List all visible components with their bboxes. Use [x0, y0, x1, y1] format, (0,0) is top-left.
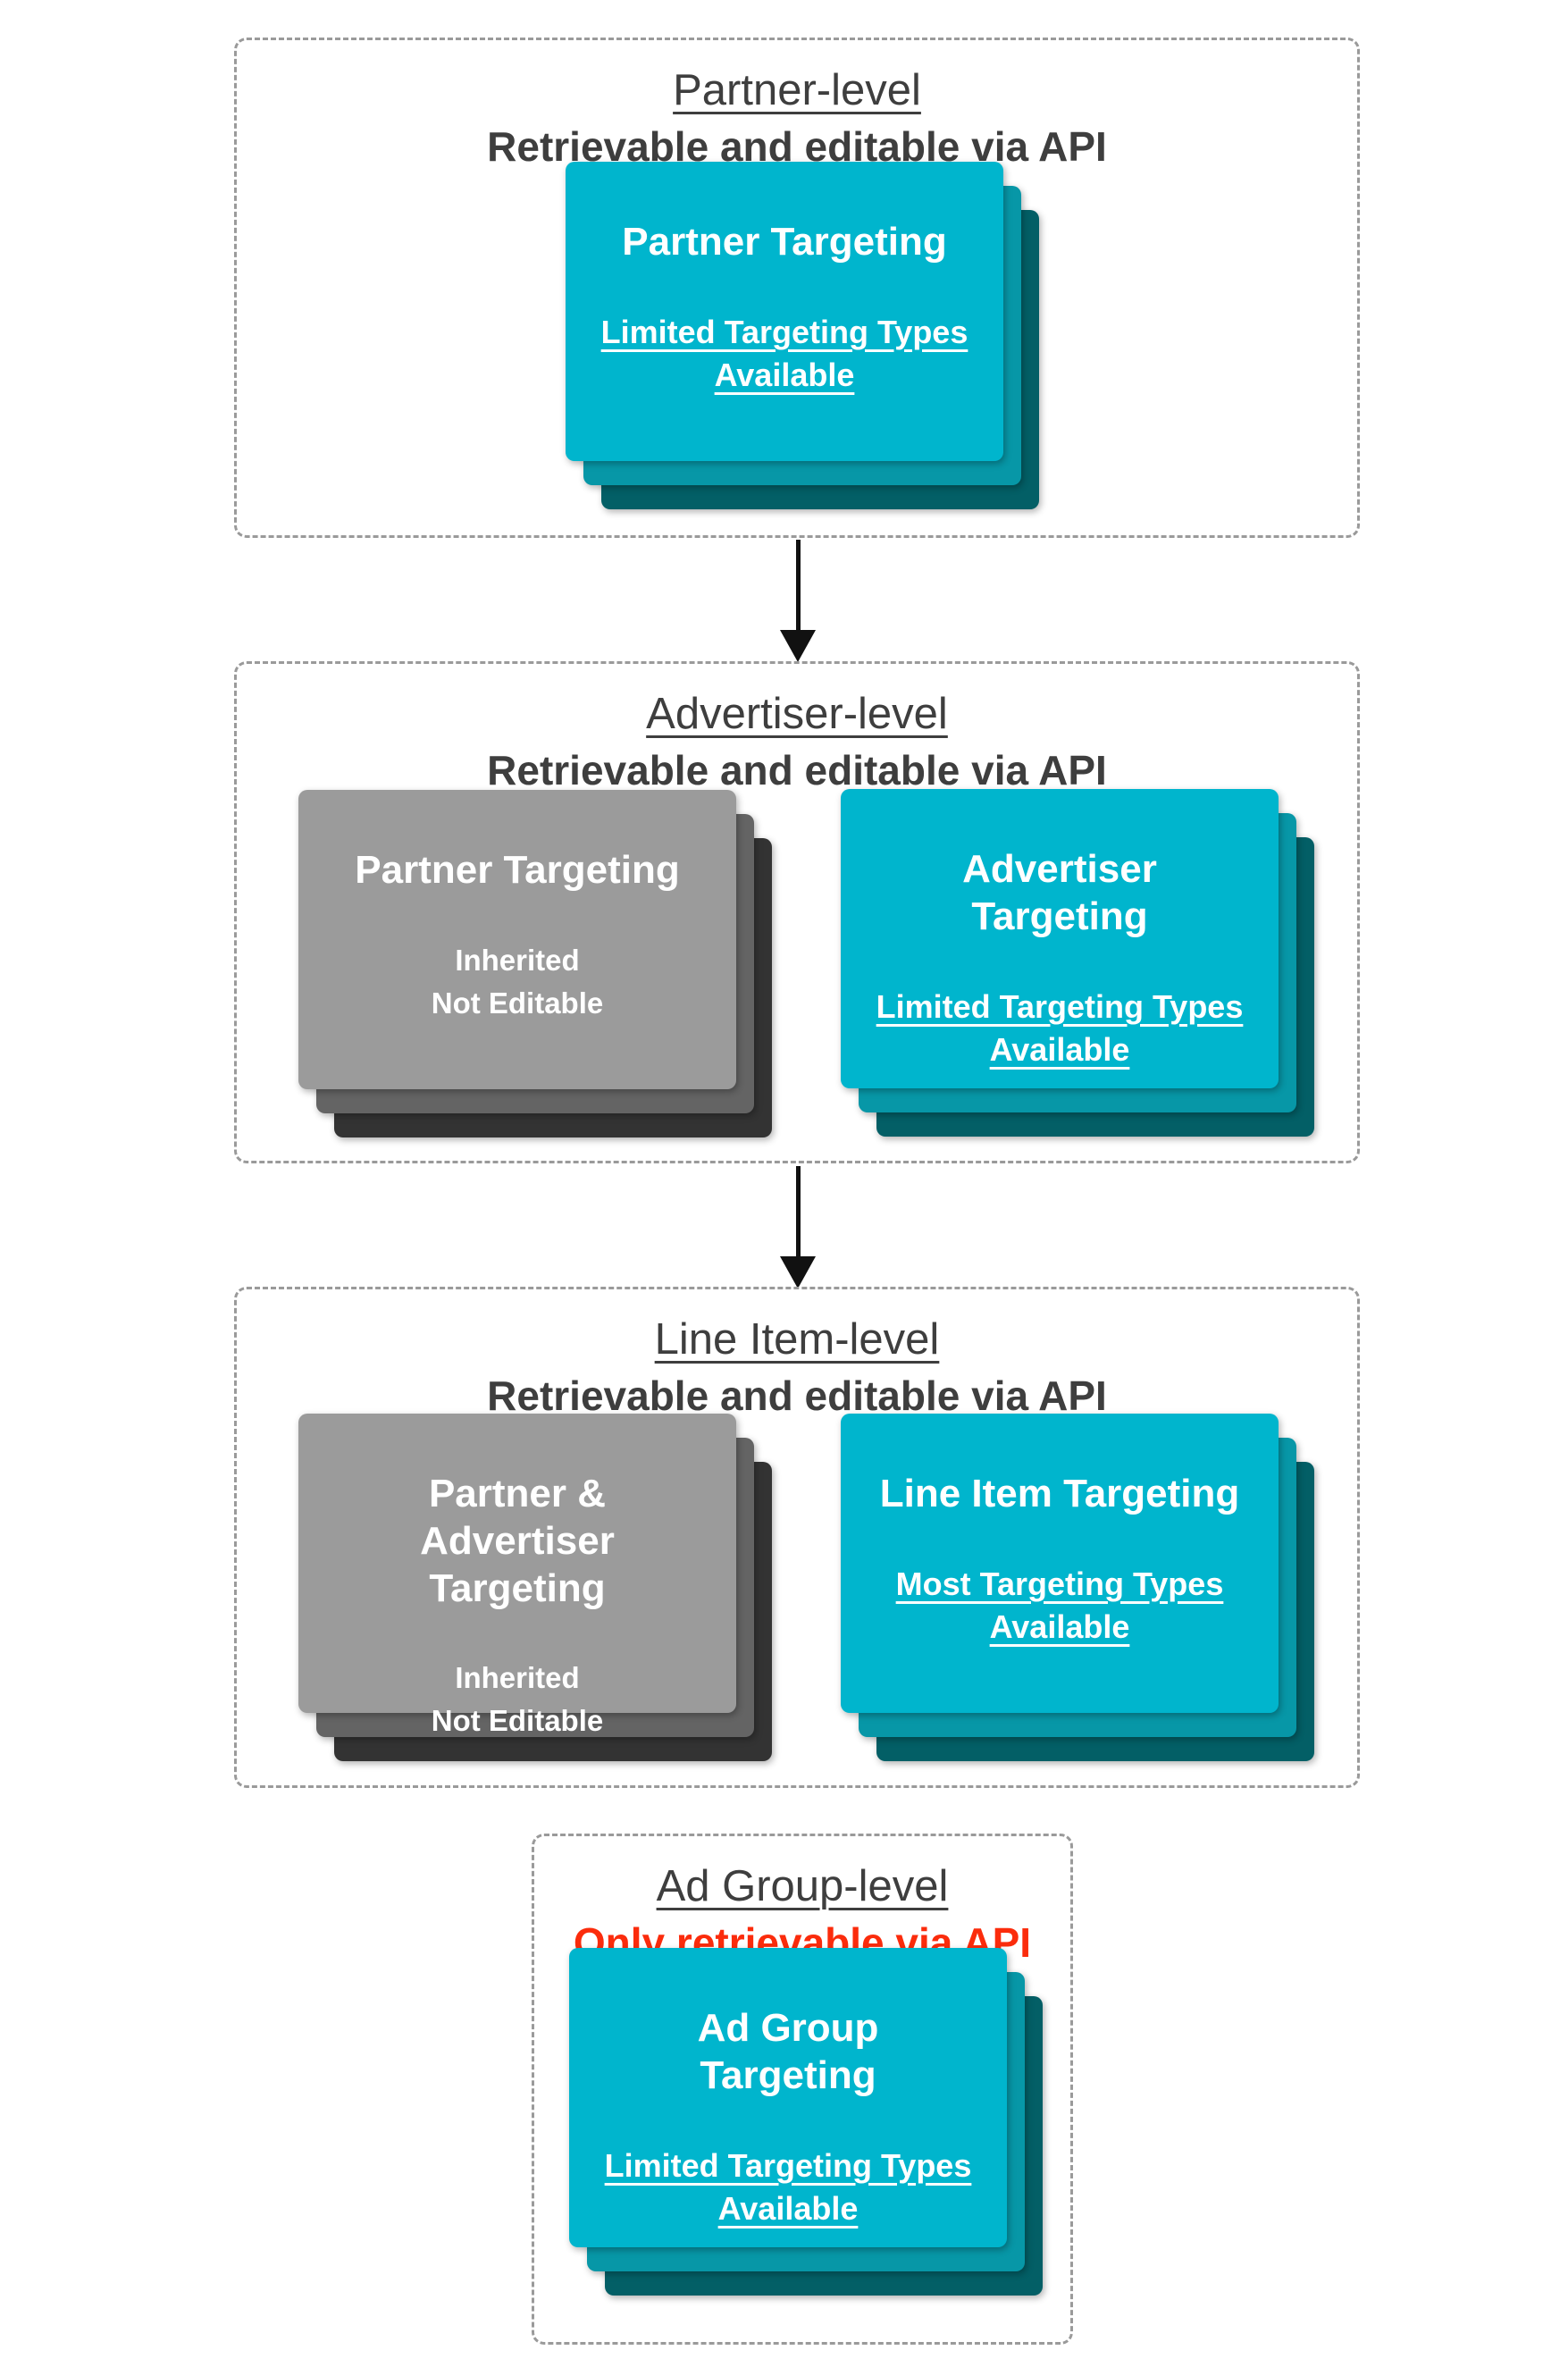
card-subtitle-line: Not Editable: [431, 986, 604, 1020]
section-title: Ad Group-level: [656, 1862, 949, 1910]
card-title: Partner Targeting: [622, 220, 947, 264]
inherited-partner-advertiser-targeting-card-stack: Partner & Advertiser Targeting Inherited…: [298, 1414, 772, 1762]
section-subtitle: Retrievable and editable via API: [487, 1372, 1107, 1420]
card-subtitle-line: Inherited: [455, 1661, 580, 1695]
card-subtitle-line: Available: [989, 1031, 1130, 1069]
card-face: Advertiser Targeting Limited Targeting T…: [841, 789, 1279, 1088]
section-line-item-level: Line Item-level Retrievable and editable…: [234, 1287, 1360, 1788]
card-face: Partner & Advertiser Targeting Inherited…: [298, 1414, 736, 1737]
section-title: Line Item-level: [654, 1315, 940, 1364]
line-item-targeting-card-stack: Line Item Targeting Most Targeting Types…: [841, 1414, 1314, 1762]
card-subtitle-line: Limited Targeting Types: [876, 987, 1244, 1025]
section-partner-level: Partner-level Retrievable and editable v…: [234, 38, 1360, 538]
card-subtitle: Limited Targeting Types Available: [591, 311, 978, 398]
card-title: Partner & Advertiser Targeting: [420, 1472, 615, 1610]
section-title: Partner-level: [673, 66, 921, 114]
card-title: Ad Group Targeting: [697, 2006, 879, 2097]
card-subtitle-line: Limited Targeting Types: [604, 2146, 972, 2184]
card-subtitle-line: Limited Targeting Types: [600, 313, 968, 350]
section-title: Advertiser-level: [646, 690, 948, 738]
card-subtitle: Inherited Not Editable: [323, 1657, 711, 1742]
section-advertiser-level: Advertiser-level Retrievable and editabl…: [234, 661, 1360, 1163]
card-title: Partner Targeting: [355, 848, 680, 892]
inherited-partner-targeting-card-stack: Partner Targeting Inherited Not Editable: [298, 790, 772, 1138]
section-ad-group-level: Ad Group-level Only retrievable via API …: [532, 1834, 1073, 2345]
card-subtitle: Most Targeting Types Available: [866, 1563, 1254, 1649]
card-title: Advertiser Targeting: [962, 847, 1157, 938]
card-subtitle-line: Most Targeting Types: [895, 1565, 1224, 1602]
card-subtitle-line: Inherited: [455, 943, 580, 977]
card-subtitle: Inherited Not Editable: [323, 939, 711, 1025]
card-subtitle-line: Available: [714, 357, 855, 394]
partner-targeting-card-stack: Partner Targeting Limited Targeting Type…: [566, 162, 1039, 510]
card-face: Ad Group Targeting Limited Targeting Typ…: [569, 1948, 1007, 2247]
flow-arrow-partner-to-advertiser: [778, 540, 818, 662]
section-subtitle: Retrievable and editable via API: [487, 747, 1107, 794]
card-subtitle-line: Not Editable: [431, 1704, 604, 1738]
card-subtitle: Limited Targeting Types Available: [866, 986, 1254, 1072]
arrow-head-icon: [780, 1256, 816, 1288]
arrow-head-icon: [780, 630, 816, 662]
card-subtitle-line: Available: [717, 2190, 859, 2228]
ad-group-targeting-card-stack: Ad Group Targeting Limited Targeting Typ…: [569, 1948, 1043, 2296]
card-title: Line Item Targeting: [879, 1472, 1240, 1515]
card-face: Line Item Targeting Most Targeting Types…: [841, 1414, 1279, 1713]
card-subtitle: Limited Targeting Types Available: [594, 2145, 982, 2231]
advertiser-targeting-card-stack: Advertiser Targeting Limited Targeting T…: [841, 789, 1314, 1137]
card-subtitle-line: Available: [989, 1608, 1130, 1646]
card-face: Partner Targeting Limited Targeting Type…: [566, 162, 1003, 461]
flow-arrow-advertiser-to-lineitem: [778, 1166, 818, 1288]
arrow-line: [795, 540, 801, 630]
card-face: Partner Targeting Inherited Not Editable: [298, 790, 736, 1089]
arrow-line: [795, 1166, 801, 1256]
